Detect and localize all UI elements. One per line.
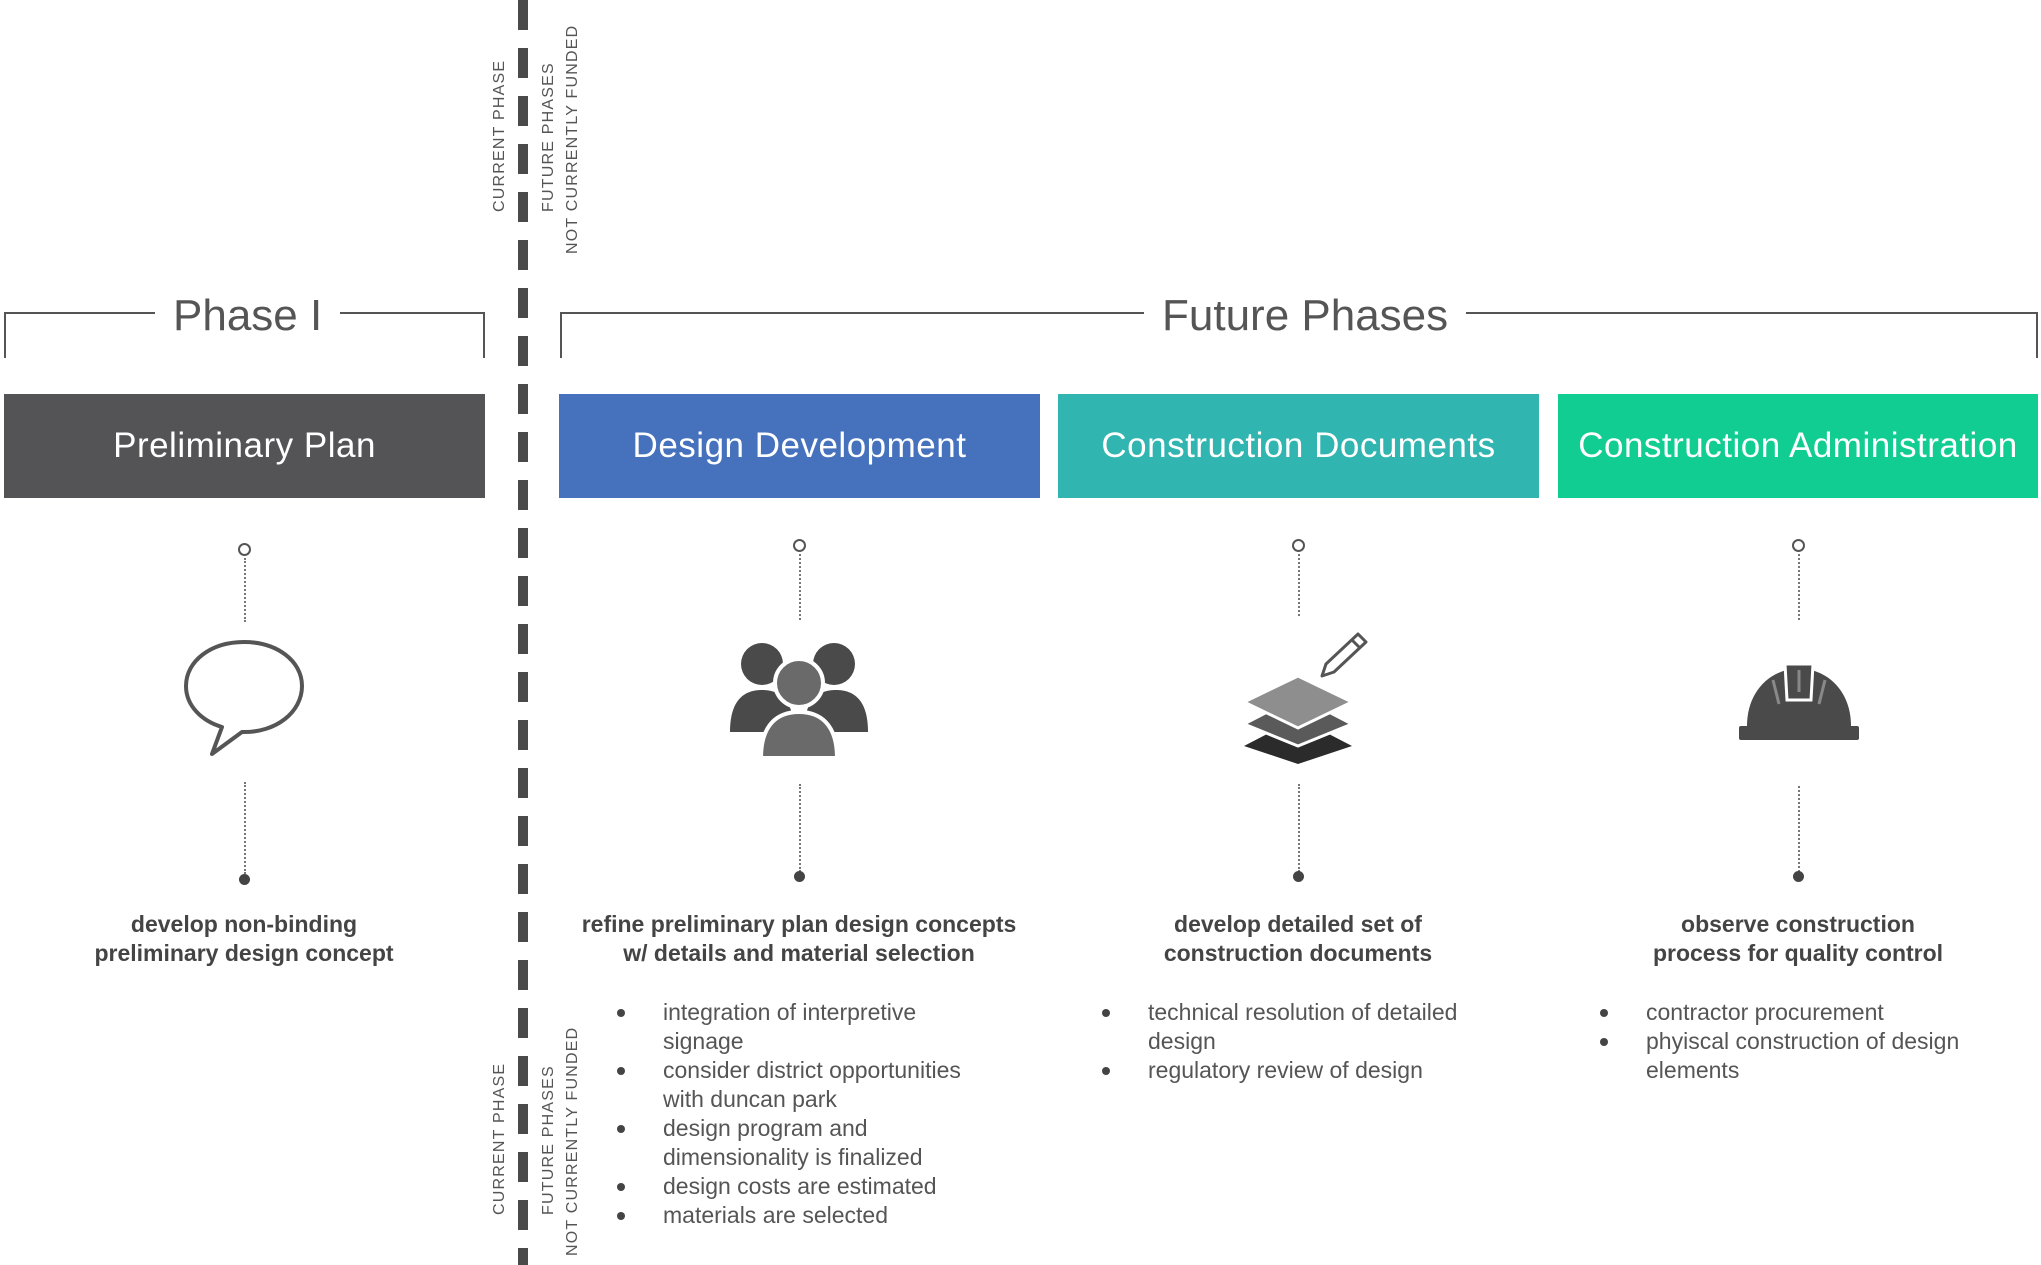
phase-title: Preliminary Plan <box>113 426 376 465</box>
phase-box-preliminary-plan: Preliminary Plan <box>4 394 485 498</box>
phase-box-construction-administration: Construction Administration <box>1558 394 2038 498</box>
headline-construction-documents: develop detailed set of construction doc… <box>1163 911 1433 966</box>
divider-top-unfunded-label: NOT CURRENTLY FUNDED <box>564 24 581 254</box>
bullets-construction-administration: contractor procurement phyiscal construc… <box>1600 998 2026 1085</box>
pencil-icon <box>1320 632 1368 678</box>
phase-title: Construction Documents <box>1101 426 1496 465</box>
phase-one-title: Phase I <box>155 290 341 342</box>
divider-top-current-label: CURRENT PHASE <box>491 59 508 212</box>
divider-bottom-future-label: FUTURE PHASES <box>540 1065 557 1215</box>
headline-construction-administration: observe construction process for quality… <box>1652 911 1944 966</box>
list-item: contractor procurement <box>1600 998 2026 1027</box>
phase-title: Construction Administration <box>1578 426 2018 465</box>
people-group-icon <box>730 643 868 760</box>
list-item: regulatory review of design <box>1102 1056 1528 1085</box>
headline-preliminary: develop non-binding preliminary design c… <box>94 911 394 966</box>
phase-title: Design Development <box>632 426 967 465</box>
divider-bottom-current-label: CURRENT PHASE <box>491 1062 508 1215</box>
list-item: design costs are estimated <box>617 1172 1043 1201</box>
list-item: materials are selected <box>617 1201 1043 1230</box>
speech-bubble-icon <box>184 640 304 756</box>
phase-box-design-development: Design Development <box>559 394 1040 498</box>
hard-hat-icon <box>1739 662 1859 740</box>
future-phases-title: Future Phases <box>1144 290 1467 342</box>
divider-top-future-label: FUTURE PHASES <box>540 62 557 212</box>
layers-pencil-icon <box>1240 632 1368 764</box>
divider-bottom-unfunded-label: NOT CURRENTLY FUNDED <box>564 1026 581 1256</box>
headline-design-development: refine preliminary plan design concepts … <box>581 911 1017 966</box>
phase-box-construction-documents: Construction Documents <box>1058 394 1539 498</box>
phase-divider-line <box>518 0 528 1265</box>
